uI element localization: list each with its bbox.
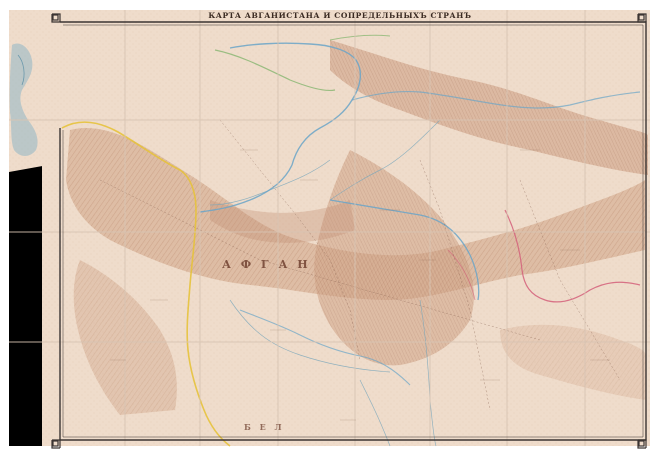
missing-corner	[9, 165, 42, 446]
water-bodies	[9, 43, 38, 156]
routes	[99, 119, 621, 411]
corner-ornaments	[51, 13, 647, 449]
fold-lines	[9, 10, 650, 446]
region-label-afghan: А Ф Г А Н	[222, 258, 311, 271]
place-name-texture	[110, 149, 610, 421]
map-title: КАРТА АВГАНИСТАНА И СОПРЕДЕЛЬНЫХЪ СТРАНЪ	[208, 11, 472, 20]
boundaries	[61, 34, 641, 447]
region-label-south: Б Е Л	[244, 422, 285, 432]
